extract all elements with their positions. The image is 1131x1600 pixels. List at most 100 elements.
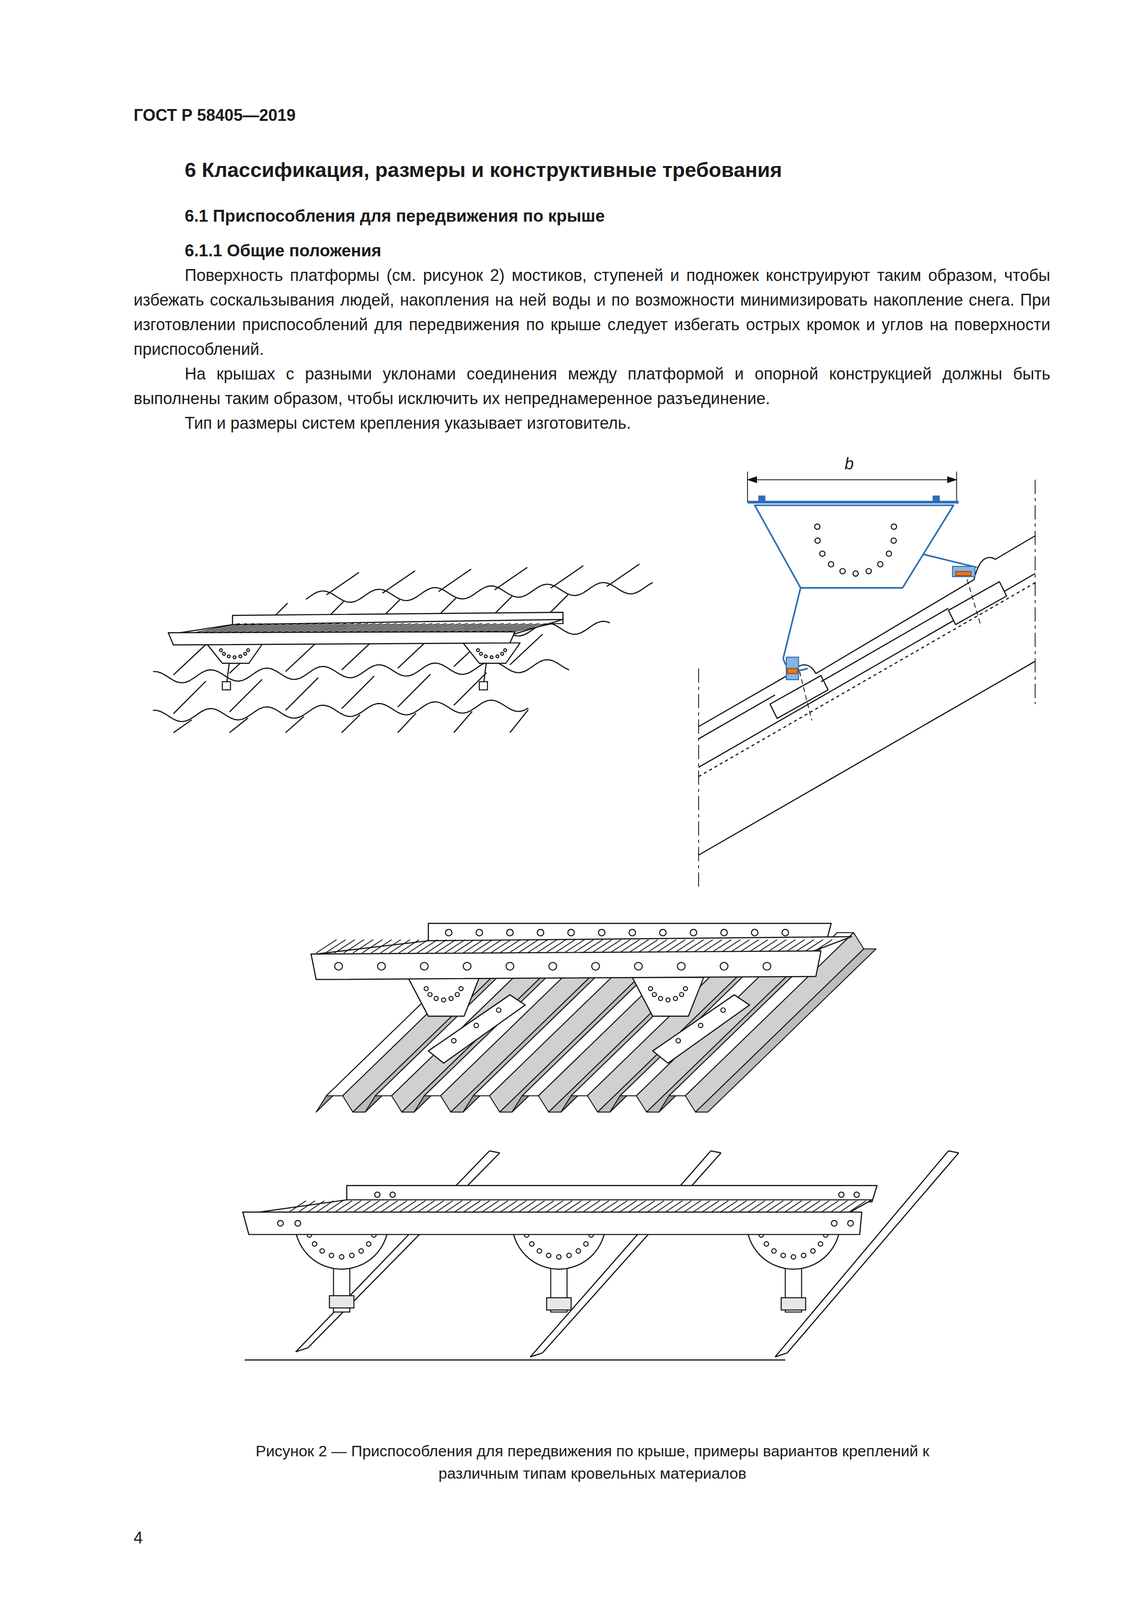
rail-hole xyxy=(847,1220,854,1227)
grating-bar xyxy=(526,1200,545,1214)
bracket-hole xyxy=(537,1248,542,1254)
grating-bar xyxy=(654,1200,674,1214)
rail-hole xyxy=(389,1192,396,1198)
roof-batten xyxy=(710,1150,722,1153)
fixing-bolt xyxy=(955,571,971,576)
grating-bar xyxy=(343,939,365,953)
grating-bar xyxy=(489,1200,508,1214)
rail-hole xyxy=(677,962,685,971)
grating-bar xyxy=(628,939,649,953)
bracket-hole xyxy=(246,648,250,652)
bracket-hole xyxy=(556,1254,562,1260)
tile-joint xyxy=(326,572,360,595)
grating-bar xyxy=(287,1200,307,1214)
bracket-hole xyxy=(781,1253,786,1258)
bracket-hole xyxy=(441,997,446,1002)
bracket-hole xyxy=(329,1253,334,1258)
grating-bar xyxy=(342,1200,361,1214)
grating-bar xyxy=(645,1200,665,1214)
grating-bar xyxy=(361,1200,380,1214)
rail-hole xyxy=(476,929,483,936)
grating-bar xyxy=(792,1200,811,1214)
grating-bar xyxy=(444,939,466,953)
tile-joint xyxy=(550,565,584,588)
grating-bar xyxy=(371,939,392,953)
grating-bar xyxy=(664,1200,683,1214)
rail-hole xyxy=(720,962,728,971)
bracket-hole xyxy=(312,1241,317,1246)
rail-hole xyxy=(634,962,643,971)
grating-bar xyxy=(324,1200,343,1214)
grating-bar xyxy=(746,1200,765,1214)
grating-bar xyxy=(352,939,374,953)
grating-bar xyxy=(333,1200,352,1214)
grating-bar xyxy=(683,939,704,953)
grating-bar xyxy=(728,1200,747,1214)
bracket-hole xyxy=(349,1253,355,1258)
grating-bar xyxy=(810,1200,830,1214)
plate-hole xyxy=(675,1038,681,1043)
grating-bar xyxy=(425,1200,444,1214)
support-bracket xyxy=(206,643,264,664)
bracket-hole xyxy=(810,1248,816,1254)
page-number: 4 xyxy=(133,1525,143,1551)
subsection-heading: 6.1 Приспособления для передвижения по к… xyxy=(184,203,605,229)
roof-batten xyxy=(775,1352,788,1357)
bracket-hole xyxy=(652,992,657,997)
grating-bar xyxy=(646,939,668,953)
ground-line xyxy=(244,1359,786,1360)
bracket-hole xyxy=(583,1241,589,1246)
roof-batten xyxy=(295,1347,309,1352)
tile-joint xyxy=(229,679,263,713)
bracket-hole xyxy=(771,1248,777,1254)
bracket-hole xyxy=(427,992,432,997)
bracket-hole xyxy=(243,652,247,655)
grating-bar xyxy=(572,1200,591,1214)
grating-bar xyxy=(536,939,557,953)
roof-batten xyxy=(769,675,828,719)
bracket-hole xyxy=(764,1241,769,1246)
plate-hole xyxy=(698,1022,703,1028)
grating-bar xyxy=(306,1200,325,1214)
bracket-hole xyxy=(877,561,883,567)
tile-joint xyxy=(453,711,473,733)
bracket-hole xyxy=(683,986,688,991)
grating-bar xyxy=(417,939,438,953)
grating-bar xyxy=(755,1200,774,1214)
grating-bar xyxy=(315,1200,334,1214)
grating-bar xyxy=(581,1200,600,1214)
rail-hole xyxy=(295,1220,301,1227)
platform-lip xyxy=(933,496,940,502)
grating-bar xyxy=(316,939,337,953)
bracket-hole xyxy=(459,986,464,991)
rafter-edge xyxy=(698,573,1036,768)
tile-joint xyxy=(341,675,375,709)
grating-bar xyxy=(398,939,420,953)
rail-hole xyxy=(721,929,728,936)
grating-bar xyxy=(609,939,631,953)
bracket-hole xyxy=(227,654,230,658)
fixing-axis xyxy=(964,571,981,627)
bracket-hole xyxy=(424,986,429,991)
grating-bar xyxy=(508,939,530,953)
grating-bar xyxy=(664,939,686,953)
roof-batten xyxy=(948,1150,959,1153)
rail-hole xyxy=(549,962,557,971)
dimension-line xyxy=(747,479,957,481)
grating-bar xyxy=(490,939,512,953)
rafter-edge xyxy=(698,661,1036,856)
rail-hole xyxy=(277,1220,284,1227)
platform-section xyxy=(747,500,959,504)
bracket-hole xyxy=(814,538,821,544)
grating-bar xyxy=(600,939,622,953)
grating-bar xyxy=(701,939,723,953)
rail-hole xyxy=(762,962,771,971)
grating-bar xyxy=(498,1200,518,1214)
bracket-hole xyxy=(658,996,663,1001)
bracket-hole xyxy=(818,1241,823,1246)
rail-hole xyxy=(782,929,789,936)
grating-bar xyxy=(334,939,355,953)
grating-bar xyxy=(407,939,429,953)
grating-bar xyxy=(517,1200,536,1214)
figure-caption: Рисунок 2 — Приспособления для передвиже… xyxy=(218,1439,967,1485)
